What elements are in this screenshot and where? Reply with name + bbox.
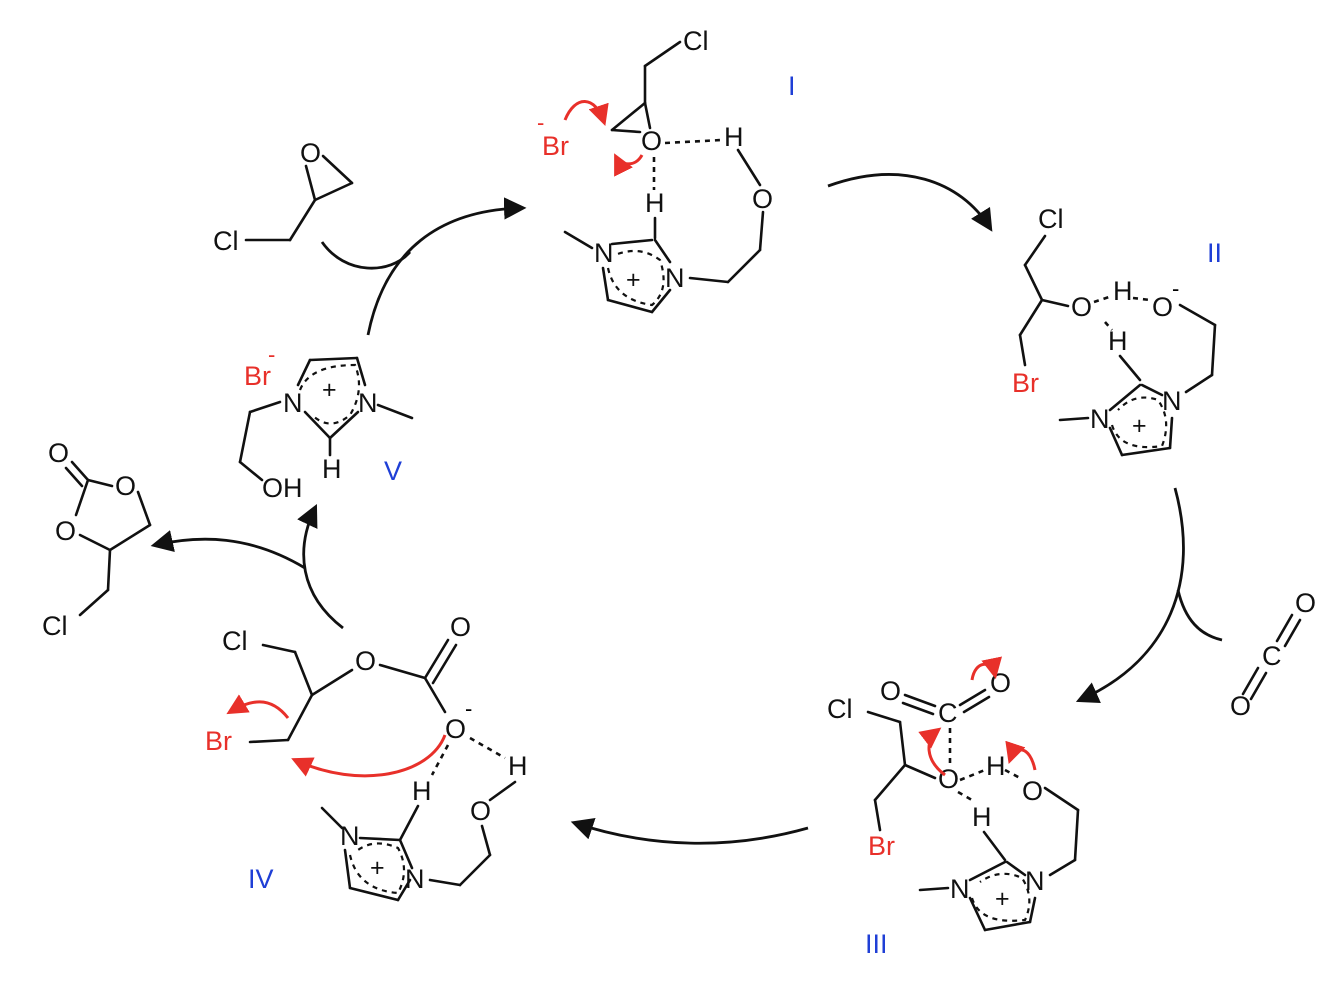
label-III: III bbox=[865, 929, 888, 959]
svg-text:H: H bbox=[1108, 326, 1128, 356]
svg-text:Cl: Cl bbox=[42, 611, 68, 641]
svg-text:O: O bbox=[355, 646, 376, 676]
svg-text:Br: Br bbox=[1012, 368, 1039, 398]
svg-text:N: N bbox=[1162, 386, 1182, 416]
epichlorohydrin-entry-curve bbox=[320, 241, 412, 270]
arrow-i-to-ii bbox=[827, 173, 993, 232]
svg-text:-: - bbox=[268, 342, 275, 367]
svg-text:N: N bbox=[665, 263, 685, 293]
svg-text:O: O bbox=[1230, 691, 1251, 721]
svg-text:-: - bbox=[537, 110, 544, 135]
svg-text:O: O bbox=[641, 126, 662, 156]
svg-text:+: + bbox=[626, 266, 641, 294]
svg-text:+: + bbox=[370, 854, 385, 882]
svg-text:O: O bbox=[450, 612, 471, 642]
arrow-to-product bbox=[150, 530, 306, 570]
svg-text:N: N bbox=[283, 388, 303, 418]
complex-V: Br - N N + H OH bbox=[238, 342, 414, 503]
complex-I: Cl O Br - H O H N N + bbox=[537, 26, 773, 314]
svg-text:H: H bbox=[972, 802, 992, 832]
label-IV: IV bbox=[248, 864, 274, 894]
label-II: II bbox=[1207, 238, 1222, 268]
arrow-iv-to-v bbox=[297, 503, 344, 630]
svg-text:O: O bbox=[300, 138, 321, 168]
svg-text:Cl: Cl bbox=[1038, 204, 1064, 234]
svg-text:OH: OH bbox=[262, 473, 303, 503]
svg-text:O: O bbox=[880, 676, 901, 706]
svg-text:C: C bbox=[938, 698, 958, 728]
svg-text:+: + bbox=[1132, 412, 1147, 440]
svg-text:O: O bbox=[1071, 292, 1092, 322]
svg-text:Br: Br bbox=[205, 726, 232, 756]
arrow-ii-to-iii bbox=[1075, 487, 1185, 703]
svg-text:N: N bbox=[1025, 866, 1045, 896]
svg-text:Cl: Cl bbox=[213, 226, 239, 256]
stage-labels: I II III IV V bbox=[248, 71, 1222, 959]
svg-text:Br: Br bbox=[868, 831, 895, 861]
svg-text:Br: Br bbox=[542, 131, 569, 161]
complex-II: Cl Br O H O - H N N + bbox=[1012, 204, 1217, 457]
svg-text:N: N bbox=[950, 874, 970, 904]
svg-text:H: H bbox=[322, 454, 342, 484]
svg-text:H: H bbox=[986, 751, 1006, 781]
cycle-arrows bbox=[150, 173, 1223, 845]
svg-text:O: O bbox=[445, 714, 466, 744]
svg-text:N: N bbox=[594, 238, 614, 268]
arrow-v-to-i bbox=[366, 197, 527, 336]
svg-text:O: O bbox=[48, 438, 69, 468]
svg-text:H: H bbox=[724, 122, 744, 152]
svg-text:+: + bbox=[995, 885, 1010, 913]
svg-text:O: O bbox=[938, 764, 959, 794]
cyclic-carbonate-product: O O O Cl bbox=[42, 438, 152, 641]
svg-text:Cl: Cl bbox=[683, 26, 709, 56]
label-I: I bbox=[788, 71, 796, 101]
complex-III: Cl Br O O C O H O H N N bbox=[827, 656, 1080, 932]
svg-text:-: - bbox=[465, 696, 472, 721]
carbon-dioxide: O C O bbox=[1230, 588, 1316, 721]
svg-text:-: - bbox=[1172, 276, 1179, 301]
epichlorohydrin: Cl O bbox=[213, 138, 354, 256]
svg-text:O: O bbox=[470, 796, 491, 826]
svg-text:Br: Br bbox=[244, 361, 271, 391]
svg-text:O: O bbox=[1152, 292, 1173, 322]
svg-text:H: H bbox=[645, 188, 665, 218]
svg-text:Cl: Cl bbox=[827, 694, 853, 724]
svg-text:O: O bbox=[1022, 776, 1043, 806]
svg-text:H: H bbox=[1113, 276, 1133, 306]
svg-text:O: O bbox=[55, 516, 76, 546]
svg-text:+: + bbox=[322, 376, 337, 404]
svg-text:O: O bbox=[1295, 588, 1316, 618]
svg-text:N: N bbox=[358, 388, 378, 418]
svg-text:O: O bbox=[115, 471, 136, 501]
co2-entry-curve bbox=[1176, 589, 1223, 642]
complex-IV: Cl Br O O O - H O H N N + bbox=[205, 612, 528, 902]
svg-text:C: C bbox=[1262, 641, 1282, 671]
svg-text:N: N bbox=[405, 864, 425, 894]
svg-text:N: N bbox=[1090, 404, 1110, 434]
svg-text:Cl: Cl bbox=[222, 626, 248, 656]
label-V: V bbox=[384, 456, 402, 486]
svg-text:O: O bbox=[752, 184, 773, 214]
svg-text:H: H bbox=[412, 776, 432, 806]
arrow-iii-to-iv bbox=[570, 818, 809, 845]
svg-text:N: N bbox=[340, 821, 360, 851]
svg-text:H: H bbox=[508, 751, 528, 781]
